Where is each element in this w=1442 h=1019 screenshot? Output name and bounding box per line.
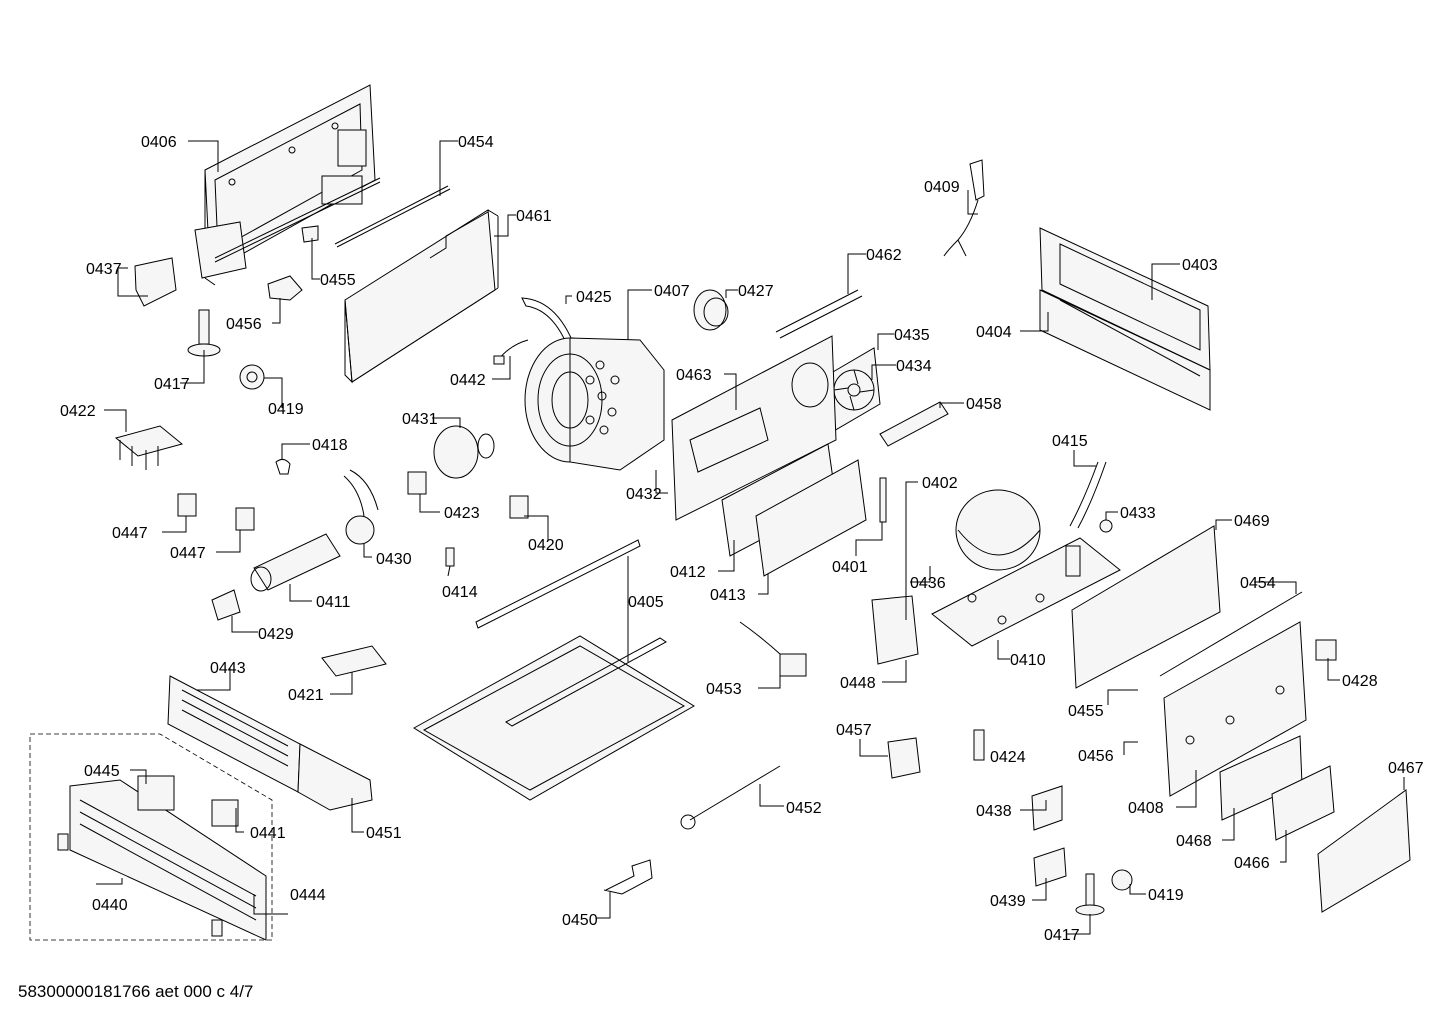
part-label-0434: 0434 [896,358,932,375]
part-label-0456: 0456 [1078,748,1114,765]
part-label-0411: 0411 [316,594,351,611]
part-label-0404: 0404 [976,324,1012,341]
part-label-0454: 0454 [458,134,494,151]
part-label-0417: 0417 [1044,927,1080,944]
part-label-0437: 0437 [86,261,122,278]
part-label-0419: 0419 [1148,887,1184,904]
part-label-0443: 0443 [210,660,246,677]
part-label-0415: 0415 [1052,433,1088,450]
part-label-0458: 0458 [966,396,1002,413]
part-label-0430: 0430 [376,551,412,568]
part-label-0427: 0427 [738,283,774,300]
part-label-0466: 0466 [1234,855,1270,872]
part-drawings [29,84,1411,941]
part-label-0456: 0456 [226,316,262,333]
part-label-0435: 0435 [894,327,930,344]
part-label-0409: 0409 [924,179,960,196]
part-label-0419: 0419 [268,401,304,418]
part-label-0429: 0429 [258,626,294,643]
part-label-0455: 0455 [1068,703,1104,720]
part-label-0467: 0467 [1388,760,1424,777]
part-label-0462: 0462 [866,247,902,264]
part-label-0423: 0423 [444,505,480,522]
part-label-0442: 0442 [450,372,486,389]
part-label-0424: 0424 [990,749,1026,766]
part-label-0450: 0450 [562,912,598,929]
part-label-0405: 0405 [628,594,664,611]
part-label-0417: 0417 [154,376,190,393]
part-label-0461: 0461 [516,208,552,225]
part-label-0421: 0421 [288,687,324,704]
part-label-0445: 0445 [84,763,120,780]
part-label-0425: 0425 [576,289,612,306]
board-drawing [671,335,837,521]
part-label-0468: 0468 [1176,833,1212,850]
clip-drawing [134,257,177,307]
part-label-0447: 0447 [112,525,148,542]
part-label-0406: 0406 [141,134,177,151]
part-labels: 0406 0454 0461 0437 0455 0456 0417 0419 0425 0407… [60,134,1424,944]
part-label-0438: 0438 [976,803,1012,820]
part-label-0418: 0418 [312,437,348,454]
part-label-0436: 0436 [910,575,946,592]
part-label-0410: 0410 [1010,652,1046,669]
part-label-0441: 0441 [250,825,286,842]
part-label-0463: 0463 [676,367,712,384]
part-label-0413: 0413 [710,587,746,604]
drip-tray-drawing [721,443,867,577]
part-label-0451: 0451 [366,825,402,842]
panel-drawing [344,209,499,384]
part-label-0432: 0432 [626,486,662,503]
document-id: 58300000181766 aet 000 c 4/7 [18,982,254,1001]
part-label-0403: 0403 [1182,257,1218,274]
part-label-0455: 0455 [320,272,356,289]
part-label-0439: 0439 [990,893,1026,910]
part-label-0422: 0422 [60,403,96,420]
part-label-0412: 0412 [670,564,706,581]
fan-housing-drawing [524,337,665,471]
kickplate-drawing [29,733,273,941]
part-label-0402: 0402 [922,475,958,492]
frame-drawing [194,84,381,286]
part-label-0407: 0407 [654,283,690,300]
leader-lines [96,140,1405,935]
part-label-0440: 0440 [92,897,128,914]
foot-drawing [187,309,221,357]
part-label-0453: 0453 [706,681,742,698]
compressor-drawing [931,489,1121,647]
main-board-drawing [1163,621,1307,797]
valve-drawings [177,471,529,531]
part-label-0401: 0401 [832,559,868,576]
part-label-0448: 0448 [840,675,876,692]
control-panel-drawing [1039,227,1211,411]
part-label-0457: 0457 [836,722,872,739]
part-label-0414: 0414 [442,584,478,601]
tray-drawing [413,539,695,801]
part-label-0454: 0454 [1240,575,1276,592]
part-label-0431: 0431 [402,411,438,428]
part-label-0444: 0444 [290,887,326,904]
part-label-0408: 0408 [1128,800,1164,817]
part-label-0420: 0420 [528,537,564,554]
grille-drawing [167,675,373,811]
part-label-0452: 0452 [786,800,822,817]
part-label-0447: 0447 [170,545,206,562]
rod-drawing [334,185,449,245]
part-label-0469: 0469 [1234,513,1270,530]
cylinder-drawing [250,533,341,592]
part-label-0433: 0433 [1120,505,1156,522]
part-label-0428: 0428 [1342,673,1378,690]
